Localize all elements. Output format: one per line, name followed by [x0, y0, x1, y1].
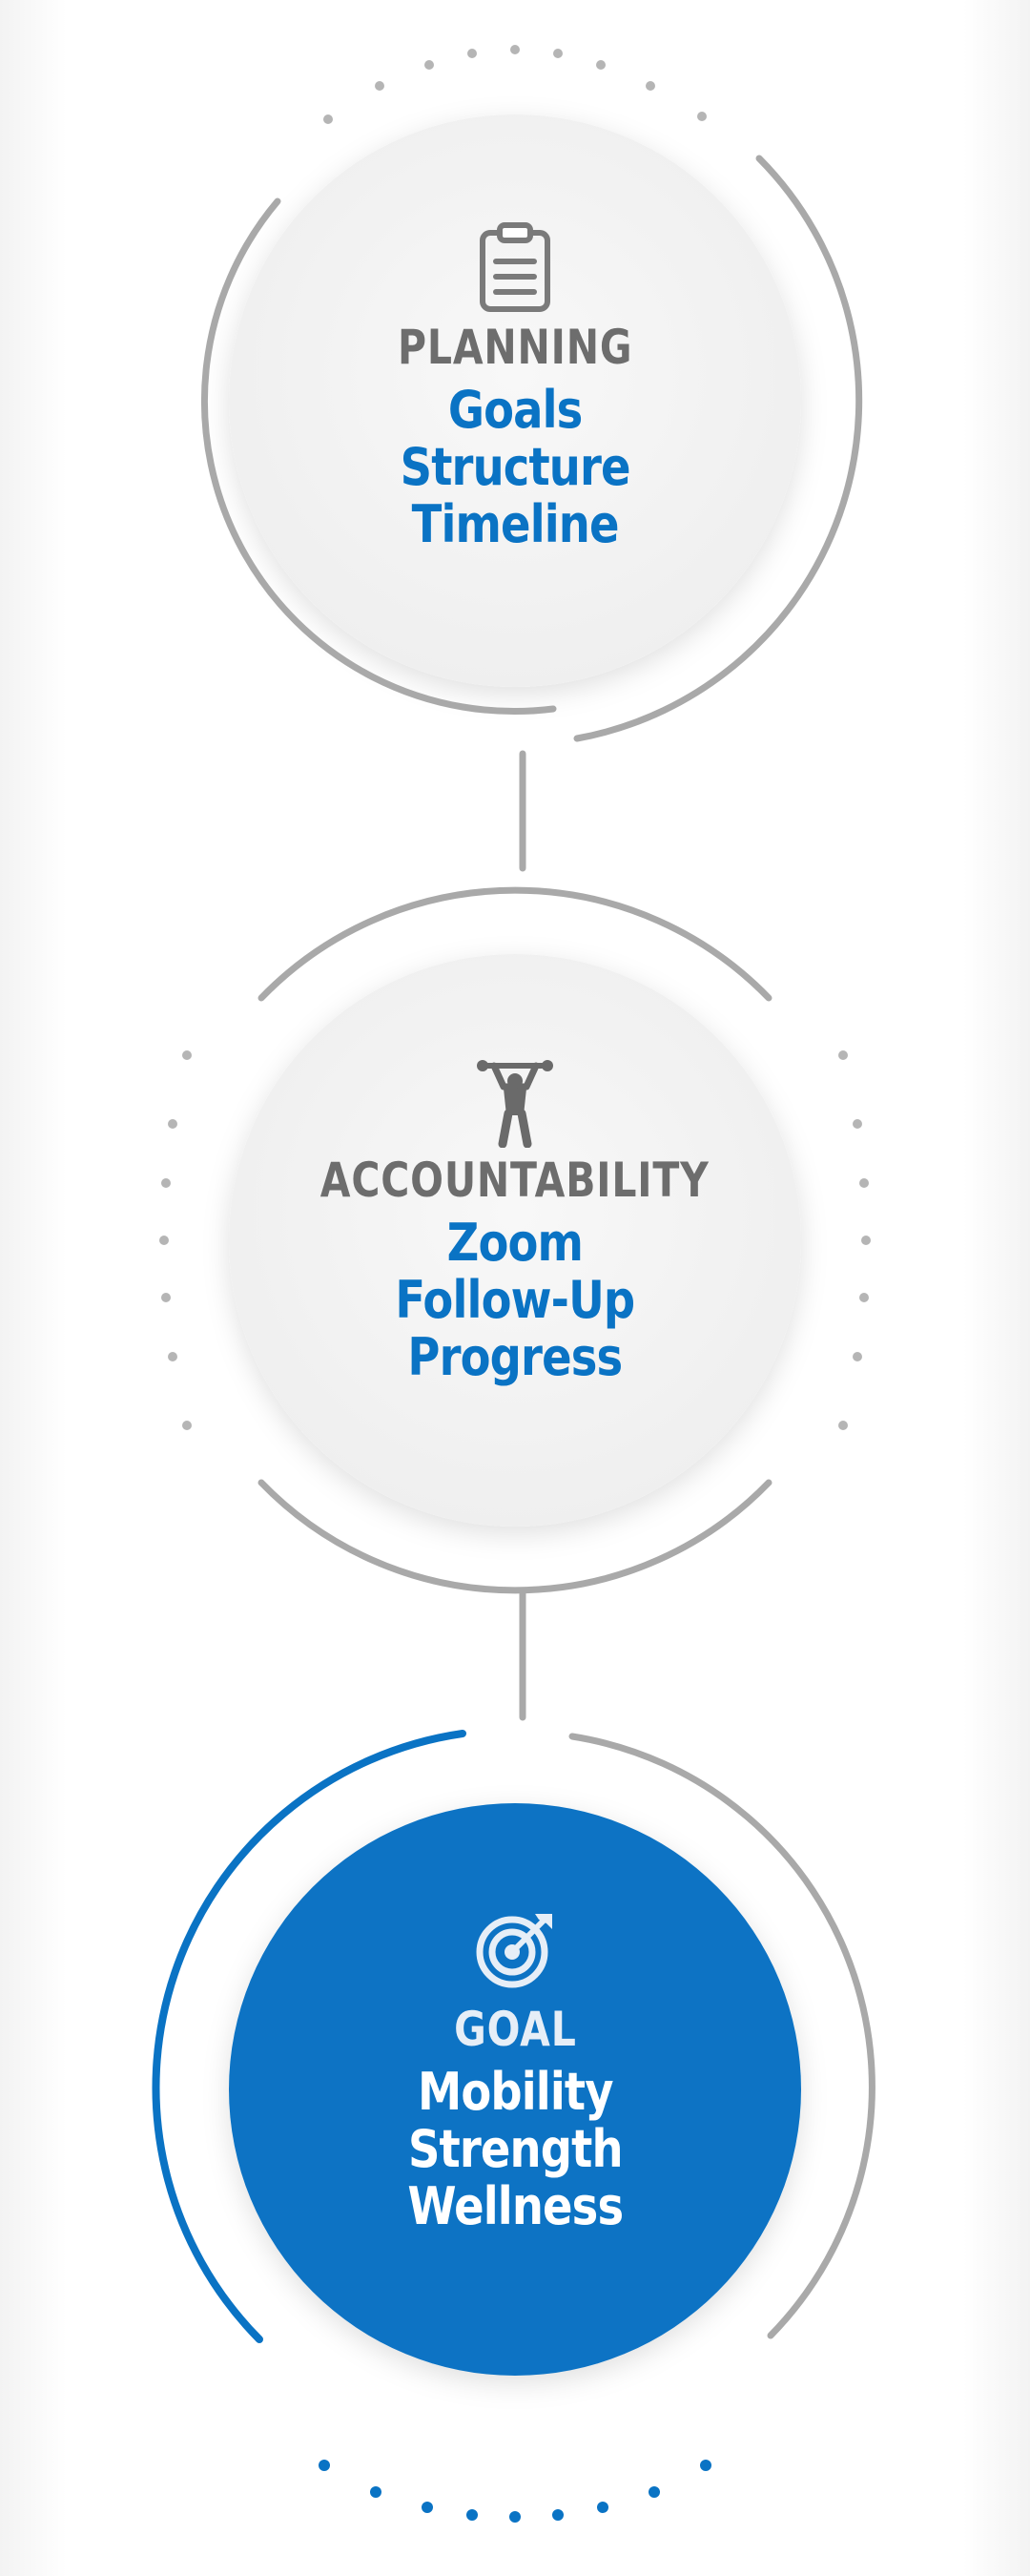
step-planning: PLANNING Goals Structure Timeline — [210, 222, 820, 553]
step-item: Structure — [400, 437, 630, 497]
step-3-arc-left — [152, 1730, 466, 2343]
step-3-disc — [229, 1803, 801, 2376]
step-accountability: ACCOUNTABILITY Zoom Follow-Up Progress — [210, 1057, 820, 1386]
step-item: Follow-Up — [395, 1270, 636, 1330]
step-1-arc-left — [200, 197, 557, 716]
step-item: Zoom — [446, 1213, 584, 1273]
step-1-arc-right — [573, 155, 863, 742]
step-2-ring — [159, 886, 871, 1594]
step-item: Mobility — [417, 2062, 614, 2122]
step-title: PLANNING — [397, 320, 633, 375]
step-items: Goals Structure Timeline — [381, 382, 649, 553]
step-title: ACCOUNTABILITY — [320, 1153, 710, 1208]
step-3-ring — [152, 1730, 876, 2523]
step-2-arc-bottom — [258, 1479, 772, 1594]
step-goal: GOAL Mobility Strength Wellness — [210, 1906, 820, 2235]
step-1-disc — [229, 114, 801, 687]
step-2-disc — [229, 954, 801, 1527]
step-3-arc-right — [568, 1733, 876, 2339]
person-lifting-icon — [472, 1057, 558, 1148]
step-1-dots — [323, 45, 707, 124]
step-3-dots — [319, 2460, 711, 2523]
step-2-dots — [159, 1050, 871, 1430]
step-item: Progress — [407, 1327, 624, 1387]
step-1-ring — [200, 45, 863, 742]
target-icon — [472, 1906, 558, 1992]
step-item: Strength — [407, 2119, 624, 2179]
step-item: Goals — [447, 380, 583, 440]
step-items: Mobility Strength Wellness — [390, 2064, 641, 2235]
step-items: Zoom Follow-Up Progress — [376, 1215, 654, 1386]
step-item: Timeline — [411, 494, 619, 554]
clipboard-icon — [472, 222, 558, 312]
step-item: Wellness — [407, 2176, 624, 2236]
step-title: GOAL — [453, 2002, 577, 2057]
step-2-arc-top — [258, 886, 772, 1002]
